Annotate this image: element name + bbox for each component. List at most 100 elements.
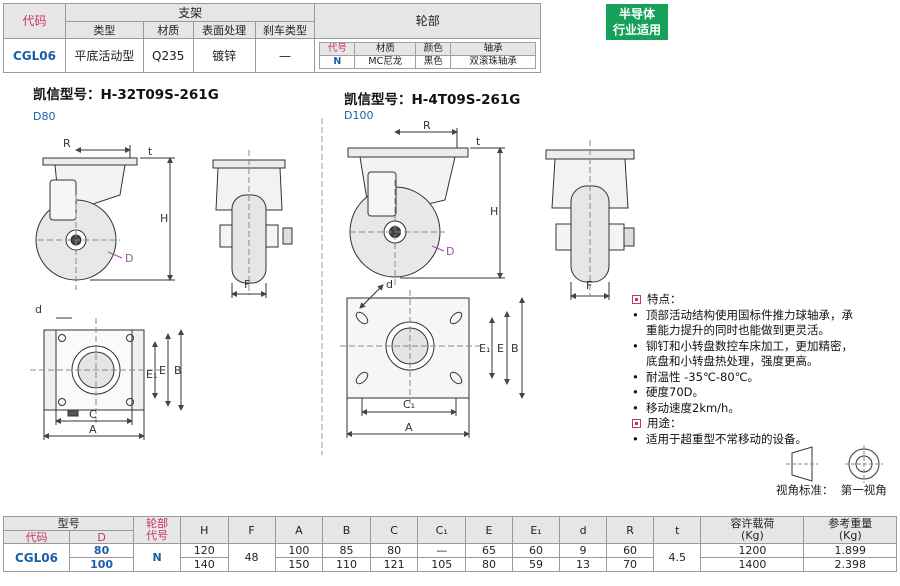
dim-label-dd-d80: d [35,303,42,316]
square-bullet-icon [632,295,641,304]
bullet-icon: • [632,369,639,384]
dim-label-e1-d80: E₁ [146,368,157,381]
col-h-header: H [179,516,229,544]
feature-item: •顶部活动结构使用国标件推力球轴承，承重能力提升的同时也能做到更灵活。 [632,307,853,338]
bullet-icon: • [632,385,639,399]
d-80: 9 [559,543,608,558]
features-section: 特点： •顶部活动结构使用国标件推力球轴承，承重能力提升的同时也能做到更灵活。 … [632,292,894,447]
wheel-color-header: 颜色 [415,42,452,56]
d100-side-view [347,128,505,288]
dim-label-a-d80: A [89,423,97,436]
frame-header: 支架 [64,3,316,22]
size-label-d100: D100 [344,109,374,122]
feature-item: •铆钉和小转盘数控车床加工，更加精密，底盘和小转盘热处理，强度更高。 [632,338,853,369]
surface-header: 表面处理 [192,21,256,39]
c1-80: — [417,543,467,558]
first-angle-projection-icon [786,445,883,483]
wheel-header: 轮部 [314,3,541,39]
f-shared: 48 [227,543,276,572]
d80-side-view [35,145,175,290]
wheel-material-header: 材质 [354,42,417,56]
size-label-d80: D80 [33,110,56,123]
e-100: 80 [465,557,514,572]
badge-line-2: 行业适用 [612,23,661,37]
c1-100: 105 [417,557,467,572]
bullet-icon: • [632,431,639,446]
r-100: 70 [606,557,655,572]
col-t-header: t [653,516,702,544]
frame-material: Q235 [142,38,194,73]
col-b-header: B [322,516,371,544]
dimension-spec-table: 型号 轮部代号 H F A B C C₁ E E₁ d R t 容许载荷(Kg)… [2,516,897,572]
d80-front-view [212,150,293,298]
e1-100: 59 [512,557,561,572]
code-header: 代码 [3,530,70,544]
r-80: 60 [606,543,655,558]
c-80: 80 [369,543,419,558]
view-standard-label: 视角标准： 第一视角 [776,483,887,497]
dim-label-dd-d100: d [386,278,393,291]
weight-header: 参考重量(Kg) [803,516,897,544]
t-shared: 4.5 [653,543,702,572]
b-80: 85 [322,543,371,558]
c-100: 121 [369,557,419,572]
dim-label-b-d80: B [174,364,182,377]
bullet-icon: • [632,400,639,415]
diameter-header: D [68,530,135,544]
col-e1-header: E₁ [512,516,561,544]
dim-label-t-d100: t [476,135,481,148]
dim-label-e1-d100: E₁ [479,342,490,355]
material-header: 材质 [142,21,194,39]
h-100: 140 [179,557,229,572]
frame-type: 平底活动型 [64,38,144,73]
dim-label-b-d100: B [511,342,519,355]
weight-100: 2.398 [803,557,897,572]
dim-label-c-d80: C [89,408,97,421]
col-a-header: A [274,516,324,544]
model-header: 型号 [2,516,135,531]
badge-line-1: 半导体 [618,7,655,21]
a-100: 150 [274,557,324,572]
weight-80: 1.899 [803,543,897,558]
diameter-100: 100 [68,557,135,572]
wheel-sub-table: 代号 材质 颜色 轴承 N MC尼龙 黑色 双滚珠轴承 [319,42,536,69]
dim-label-h-d80: H [160,212,168,225]
d80-top-view [30,317,184,440]
code-header: 代码 [3,3,66,39]
wheel-cell: 代号 材质 颜色 轴承 N MC尼龙 黑色 双滚珠轴承 [314,38,541,73]
spec-wheel-code: N [133,543,181,572]
industry-badge: 半导体 行业适用 [606,4,668,40]
e1-80: 60 [512,543,561,558]
wheel-color: 黑色 [415,55,452,69]
d100-top-view [340,284,525,438]
diameter-80: 80 [68,543,135,558]
square-bullet-icon [632,419,641,428]
dim-label-e-d100: E [497,342,504,355]
dim-label-d-d80: D [125,252,133,265]
bullet-icon: • [632,338,639,353]
wheel-bearing: 双滚珠轴承 [450,55,536,69]
features-title: 特点： [632,292,894,308]
col-f-header: F [227,516,276,544]
dim-label-e-d80: E [159,364,166,377]
col-d-header: d [559,516,608,544]
frame-surface: 镀锌 [192,38,256,73]
wheel-code: N [319,55,356,69]
model-title-right: 凯信型号：H-4T09S-261G [344,92,521,108]
usage-item: •适用于超重型不常移动的设备。 [632,431,807,446]
usage-title: 用途： [632,416,894,432]
spec-code: CGL06 [3,543,70,572]
load-80: 1200 [700,543,805,558]
load-header: 容许载荷(Kg) [700,516,805,544]
bullet-icon: • [632,307,639,322]
model-title-left: 凯信型号：H-32T09S-261G [33,87,219,103]
wheel-code-header: 轮部代号 [133,516,181,544]
dim-label-t-d80: t [148,145,153,158]
wheel-material: MC尼龙 [354,55,417,69]
dim-label-h-d100: H [490,205,498,218]
b-100: 110 [322,557,371,572]
d-100: 13 [559,557,608,572]
dim-label-r-d80: R [63,137,71,150]
feature-item: •硬度70D。 [632,385,704,399]
